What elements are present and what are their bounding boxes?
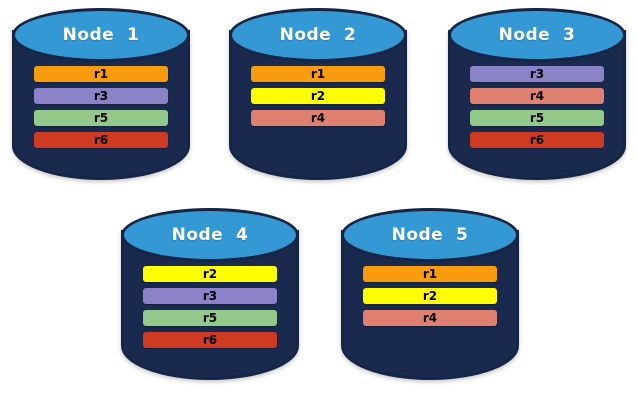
cylinder-top-icon [12, 8, 190, 62]
replica-bar[interactable]: r5 [34, 110, 168, 126]
node-title: Node 5 [391, 225, 469, 245]
database-node-1[interactable]: r1 r3 r5 r6 Node 1 [12, 8, 190, 186]
replica-bar[interactable]: r5 [143, 310, 277, 326]
replica-bar[interactable]: r3 [143, 288, 277, 304]
replica-bar[interactable]: r1 [363, 266, 497, 282]
replica-bar[interactable]: r6 [470, 132, 604, 148]
replica-list: r1 r2 r4 [363, 266, 497, 332]
database-node-5[interactable]: r1 r2 r4 Node 5 [341, 208, 519, 386]
replica-bar[interactable]: r4 [251, 110, 385, 126]
replica-bar[interactable]: r1 [34, 66, 168, 82]
cylinder-top-icon [121, 208, 299, 262]
replica-bar[interactable]: r5 [470, 110, 604, 126]
replica-list: r2 r3 r5 r6 [143, 266, 277, 354]
replica-list: r1 r2 r4 [251, 66, 385, 132]
replica-bar[interactable]: r2 [143, 266, 277, 282]
replica-bar[interactable]: r6 [143, 332, 277, 348]
database-node-2[interactable]: r1 r2 r4 Node 2 [229, 8, 407, 186]
cylinder-top-icon [448, 8, 626, 62]
node-title: Node 2 [279, 25, 357, 45]
replica-bar[interactable]: r3 [34, 88, 168, 104]
replica-bar[interactable]: r4 [363, 310, 497, 326]
replica-bar[interactable]: r4 [470, 88, 604, 104]
node-title: Node 4 [171, 225, 249, 245]
cylinder-top-icon [229, 8, 407, 62]
replica-list: r1 r3 r5 r6 [34, 66, 168, 154]
replica-bar[interactable]: r2 [251, 88, 385, 104]
replica-list: r3 r4 r5 r6 [470, 66, 604, 154]
database-node-3[interactable]: r3 r4 r5 r6 Node 3 [448, 8, 626, 186]
database-node-4[interactable]: r2 r3 r5 r6 Node 4 [121, 208, 299, 386]
cylinder-top-icon [341, 208, 519, 262]
replica-bar[interactable]: r1 [251, 66, 385, 82]
replica-bar[interactable]: r3 [470, 66, 604, 82]
replica-bar[interactable]: r2 [363, 288, 497, 304]
node-title: Node 1 [62, 25, 140, 45]
replica-bar[interactable]: r6 [34, 132, 168, 148]
node-title: Node 3 [498, 25, 576, 45]
